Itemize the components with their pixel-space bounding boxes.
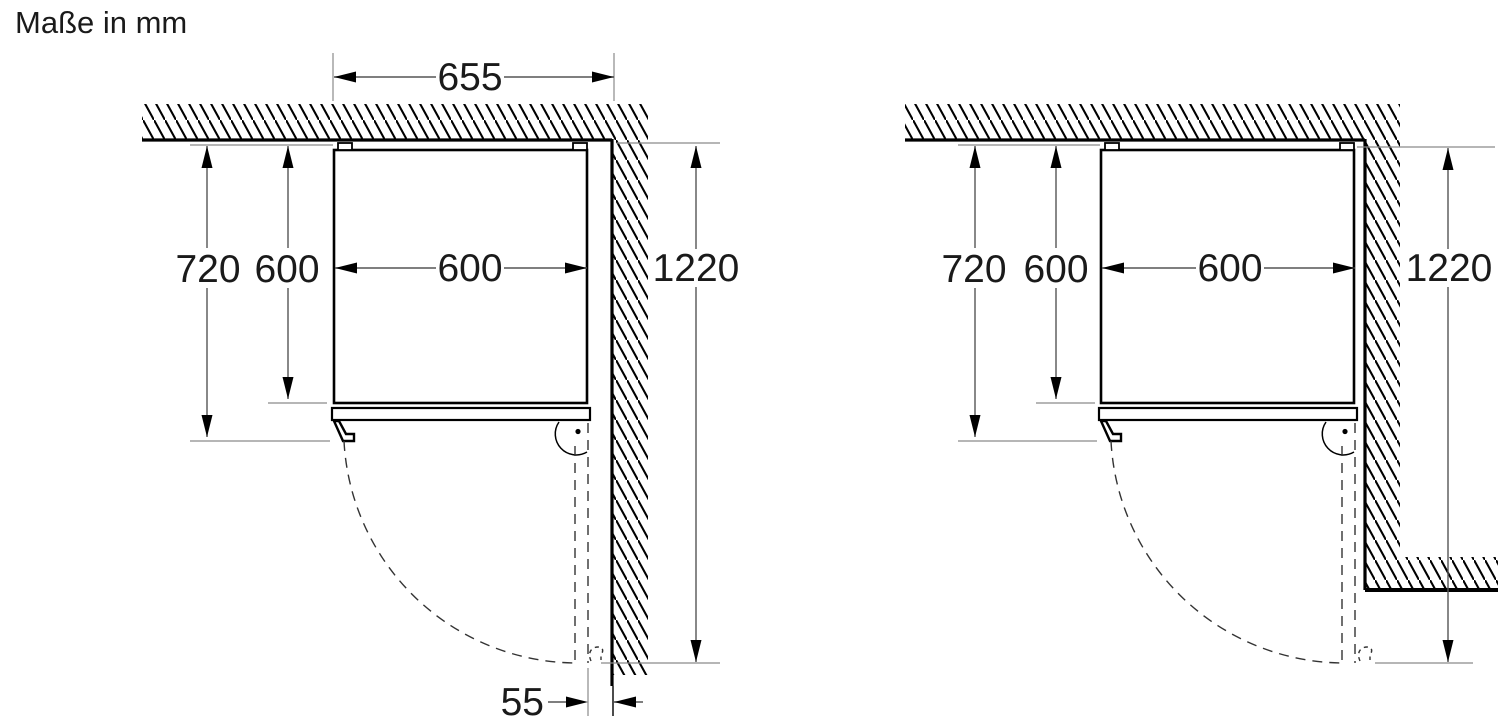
hinge-pivot — [1342, 428, 1348, 435]
dimension-1220-left: 1220 — [653, 146, 740, 662]
dimension-720-left: 720 — [175, 146, 241, 437]
hinge-cap-left — [337, 142, 353, 151]
dimension-600-width-right: 600 — [1102, 247, 1355, 290]
dimension-600-depth-left: 600 — [254, 146, 320, 399]
door-swing-right — [1110, 423, 1373, 664]
hinge-cap-right — [572, 142, 588, 151]
door-handle — [332, 419, 356, 443]
extension-lines-left — [190, 53, 720, 716]
dim-label-body-width: 600 — [1197, 247, 1262, 290]
dim-label-depth-total: 720 — [175, 248, 240, 291]
hinge-arc — [554, 421, 588, 456]
wall-left — [142, 104, 648, 716]
dim-label-niche-width: 655 — [437, 56, 502, 99]
dim-label-body-width: 600 — [437, 247, 502, 290]
hinge-cap-right — [1339, 142, 1355, 151]
hinge-cap-left — [1104, 142, 1120, 151]
door-swing-left — [343, 423, 604, 664]
door-panel — [1097, 406, 1359, 422]
appliance-right — [1097, 142, 1359, 456]
dim-label-door-open-depth: 1220 — [1406, 247, 1493, 290]
dimension-720-right: 720 — [941, 146, 1007, 437]
dimension-55: 55 — [501, 681, 643, 720]
dimension-600-width-left: 600 — [335, 247, 587, 290]
dim-label-depth-total: 720 — [941, 248, 1006, 291]
diagram-left-freestanding: 655 720 600 600 1220 — [142, 53, 739, 720]
dim-label-body-depth: 600 — [254, 248, 319, 291]
door-panel — [330, 406, 592, 422]
extension-lines-right — [958, 144, 1495, 664]
dim-label-body-depth: 600 — [1023, 248, 1088, 291]
hinge-pivot — [575, 428, 581, 435]
dimension-655: 655 — [334, 56, 614, 99]
dim-label-door-open-depth: 1220 — [653, 247, 740, 290]
diagram-right-flush-to-wall: 720 600 600 1220 — [905, 104, 1498, 664]
wall-right — [905, 104, 1498, 592]
appliance-left — [330, 142, 592, 456]
dimension-600-depth-right: 600 — [1023, 146, 1089, 399]
hinge-arc — [1321, 421, 1355, 456]
dimension-1220-right: 1220 — [1406, 148, 1493, 662]
page-title: Maße in mm — [15, 5, 187, 40]
dim-label-side-gap: 55 — [501, 681, 544, 720]
door-handle — [1099, 419, 1123, 443]
